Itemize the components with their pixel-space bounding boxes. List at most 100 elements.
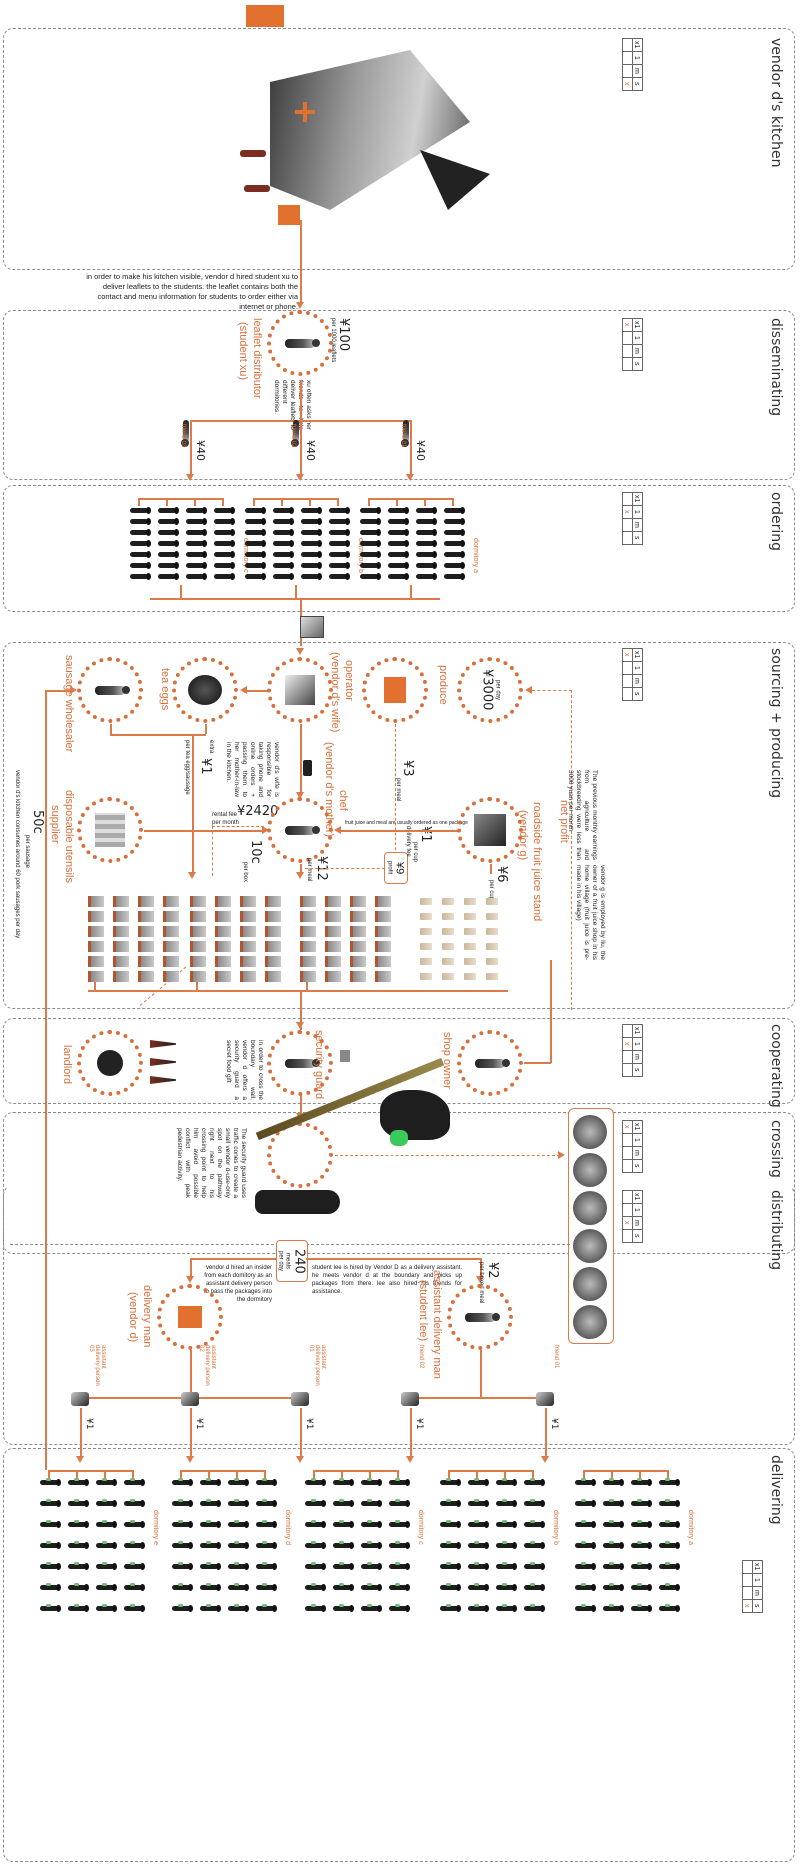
student-icon — [245, 540, 266, 547]
student-icon — [40, 1604, 61, 1612]
student-icon — [96, 1604, 117, 1612]
student-icon — [361, 1478, 382, 1486]
student-icon — [496, 1541, 517, 1549]
student-icon — [40, 1583, 61, 1591]
helper-label: friend 01 — [553, 1345, 559, 1369]
student-icon — [245, 529, 266, 536]
flow-line — [88, 990, 508, 992]
utensils-supplier-label: disposable utensils — [63, 790, 75, 883]
legend-header-cell: 1 — [633, 52, 642, 65]
student-icon — [228, 1583, 249, 1591]
student-icon — [575, 1499, 596, 1507]
delivery-fee-label: delivery fee — [405, 826, 411, 857]
meal-box-icon — [265, 971, 281, 982]
dorm-bracket — [313, 1470, 397, 1472]
flow-line — [300, 1095, 302, 1115]
section-title-distributing: distributing — [768, 1190, 784, 1271]
student-icon — [416, 507, 437, 514]
profit-box: ¥9 profit — [384, 852, 408, 884]
student-icon — [200, 1520, 221, 1528]
student-icon — [440, 1520, 461, 1528]
meal-box-icon — [215, 911, 231, 922]
juice-cup-icon — [442, 913, 454, 920]
helper-fee: ¥1 — [84, 1418, 94, 1430]
section-title-sourcing: sourcing + producing — [768, 648, 784, 799]
meal-box-icon — [138, 926, 154, 937]
assistant-person-icon — [181, 1392, 199, 1406]
student-icon — [96, 1562, 117, 1570]
meal-box-icon — [88, 956, 104, 967]
legend-mark-cell — [623, 1147, 632, 1160]
arrow-down-icon — [296, 302, 304, 309]
student-icon — [440, 1499, 461, 1507]
meal-box-icon — [88, 971, 104, 982]
student-icon — [158, 529, 179, 536]
dorm-bracket-tick — [76, 1470, 78, 1478]
student-icon — [124, 1541, 145, 1549]
student-icon — [256, 1520, 277, 1528]
meal-box-icon — [163, 971, 179, 982]
student-icon — [329, 551, 350, 558]
legend-header-cell: m — [633, 65, 642, 78]
student-icon — [158, 562, 179, 569]
juice-cup-icon — [486, 973, 498, 980]
student-icon — [228, 1499, 249, 1507]
juice-cup-icon — [464, 958, 476, 965]
student-icon — [172, 1478, 193, 1486]
student-icon — [496, 1604, 517, 1612]
legend-header-cell: 1 — [633, 506, 642, 519]
flow-line — [196, 982, 198, 990]
friend-label: friend 02 — [290, 424, 296, 448]
friend-label: friend 03 — [180, 424, 186, 448]
juice-cup-icon — [420, 973, 432, 980]
juice-cup-icon — [486, 913, 498, 920]
meals-per-day-unit: meals — [284, 1252, 291, 1269]
student-icon — [329, 529, 350, 536]
student-icon — [416, 562, 437, 569]
dorm-bracket-tick — [264, 1470, 266, 1478]
flow-line — [110, 724, 112, 734]
dorm-bracket-tick — [281, 498, 283, 506]
section-title-delivering: delivering — [768, 1455, 784, 1525]
crossing-photo — [573, 1305, 607, 1339]
leaflet-note: xu often asks her friends to help delive… — [273, 380, 312, 430]
leaflet-price-unit: per 1000 leaflets — [330, 318, 336, 363]
daily-earnings-node: ¥3000 per day — [457, 657, 523, 723]
student-icon — [440, 1562, 461, 1570]
person-icon — [285, 338, 320, 348]
dorm-bracket — [180, 1470, 264, 1472]
meal-box-icon — [325, 956, 341, 967]
assistant-delivery-man-label: assistant delivery man — [431, 1270, 443, 1379]
student-icon — [305, 1478, 326, 1486]
student-icon — [333, 1604, 354, 1612]
student-icon — [333, 1562, 354, 1570]
arrow-down-icon — [406, 474, 414, 481]
legend-mark-cell: x — [623, 1217, 632, 1230]
student-icon — [389, 1583, 410, 1591]
legend-mark-cell — [623, 1051, 632, 1064]
legend-mark-cell — [623, 1025, 632, 1038]
student-icon — [631, 1604, 652, 1612]
student-icon — [40, 1562, 61, 1570]
delivery-man-sublabel: (vendor d) — [127, 1292, 139, 1343]
legend-header-cell: m — [633, 519, 642, 532]
flow-line — [80, 1408, 82, 1458]
flow-line — [94, 982, 96, 990]
meal-box-icon — [88, 926, 104, 937]
gift-icon — [340, 1050, 350, 1062]
student-icon — [40, 1541, 61, 1549]
student-icon — [273, 540, 294, 547]
arrow-down-icon — [406, 1456, 414, 1463]
student-icon — [68, 1520, 89, 1528]
rental-label: rental fee — [212, 812, 238, 818]
helper-fee: ¥1 — [414, 1418, 424, 1430]
student-icon — [388, 540, 409, 547]
flow-line — [190, 1408, 192, 1458]
friend-label: friend 01 — [400, 424, 406, 448]
juice-cup-icon — [442, 973, 454, 980]
juice-cup-icon — [464, 898, 476, 905]
student-icon — [96, 1583, 117, 1591]
dorm-bracket-tick — [341, 1470, 343, 1478]
student-icon — [659, 1604, 680, 1612]
dorm-bracket — [448, 1470, 532, 1472]
